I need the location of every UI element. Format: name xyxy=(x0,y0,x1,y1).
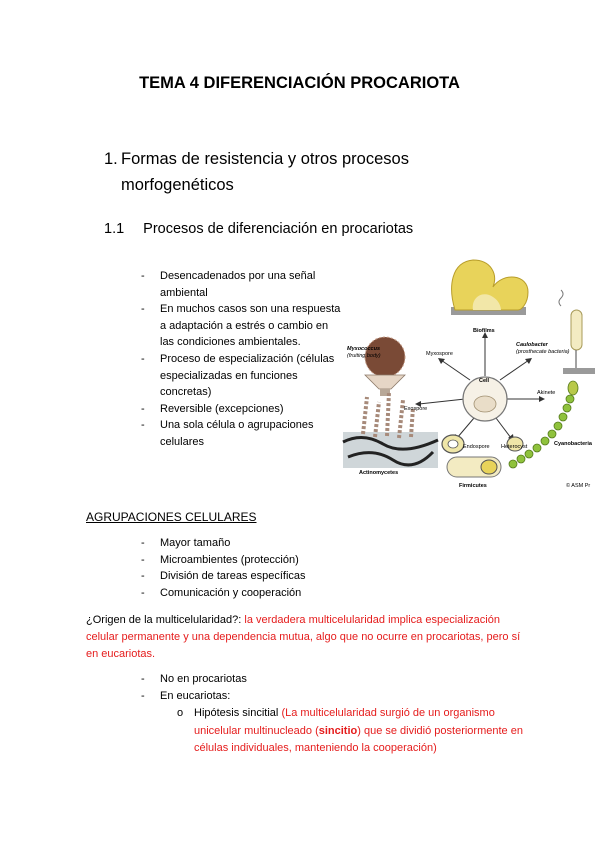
page-title: TEMA 4 DIFERENCIACIÓN PROCARIOTA xyxy=(139,74,460,92)
label-cell: Cell xyxy=(479,378,490,384)
hypothesis-red-after: ) que se dividió posteriormente en célul… xyxy=(194,724,523,755)
endospore-illustration xyxy=(441,434,465,454)
label-heterocyst: Heterocyst xyxy=(501,444,528,450)
list-item: No en procariotas xyxy=(141,671,521,688)
differentiation-list: Desencadenados por una señal ambiental E… xyxy=(141,268,341,451)
firmicutes-illustration xyxy=(446,456,502,478)
label-endospore: Endospore xyxy=(463,444,490,450)
hypothesis-text: Hipótesis sincitial (La multicelularidad… xyxy=(194,705,524,758)
list-item: En eucariotas: xyxy=(141,688,521,705)
list-item: Proceso de especialización (células espe… xyxy=(141,351,341,401)
heterocyst-illustration xyxy=(506,436,524,452)
actinomycetes-illustration xyxy=(342,391,439,468)
list-item: Mayor tamaño xyxy=(141,535,441,552)
label-cyanobacteria: Cyanobacteria xyxy=(554,441,593,447)
list-item: Comunicación y cooperación xyxy=(141,585,441,602)
origin-list: No en procariotas En eucariotas: xyxy=(141,671,521,704)
list-item: Desencadenados por una señal ambiental xyxy=(141,268,341,301)
agrupaciones-list: Mayor tamaño Microambientes (protección)… xyxy=(141,535,441,601)
label-akinete: Akinete xyxy=(537,390,555,396)
list-item: Una sola célula o agrupaciones celulares xyxy=(141,417,341,450)
label-biofilms: Biofilms xyxy=(473,328,495,334)
label-myxococcus-sub: (fruiting body) xyxy=(347,353,381,359)
label-caulobacter-sub: (prosthecate bacteria) xyxy=(516,349,570,355)
label-credit: © ASM Pr xyxy=(566,482,590,489)
cyanobacteria-illustration xyxy=(508,380,579,469)
hypothesis-bold: sincitio xyxy=(318,724,358,737)
label-firmicutes: Firmicutes xyxy=(459,483,487,489)
subsection-heading: 1.1 Procesos de diferenciación en procari… xyxy=(104,221,413,237)
label-myxococcus: Myxococcus xyxy=(347,346,380,352)
cell-hub xyxy=(415,332,545,441)
hypothesis-red-before: (La multicelularidad surgió de un organi… xyxy=(194,707,495,737)
bullet-marker: o xyxy=(177,707,184,719)
biofilm-shape xyxy=(451,259,529,311)
hypothesis-label: Hipótesis sincitial xyxy=(194,707,279,719)
list-item: Microambientes (protección) xyxy=(141,552,441,569)
agrupaciones-heading: AGRUPACIONES CELULARES xyxy=(86,510,257,524)
label-actinomycetes: Actinomycetes xyxy=(359,470,398,476)
myxococcus-illustration xyxy=(364,336,406,396)
figure-svg: Biofilms Caulobacter (prosthecate bacter… xyxy=(342,259,595,489)
biofilm-gap xyxy=(472,294,501,310)
differentiation-figure: Biofilms Caulobacter (prosthecate bacter… xyxy=(333,252,599,492)
list-item: En muchos casos son una respuesta a adap… xyxy=(141,301,341,351)
question-label: ¿Origen de la multicelularidad?: xyxy=(86,614,242,626)
label-exospore: Exospore xyxy=(404,406,427,412)
caulobacter-illustration xyxy=(558,289,595,374)
question-answer: la verdadera multicelularidad implica es… xyxy=(86,614,521,661)
list-item: Reversible (excepciones) xyxy=(141,401,341,418)
multicellularity-question: ¿Origen de la multicelularidad?: la verd… xyxy=(86,612,526,664)
label-myxospore: Myxospore xyxy=(426,351,453,357)
biofilm-illustration xyxy=(451,259,529,315)
section-title: Formas de resistencia y otros procesos m… xyxy=(121,150,409,194)
biofilm-substrate xyxy=(451,307,526,315)
list-item: División de tareas específicas xyxy=(141,568,441,585)
section-number: 1. xyxy=(104,150,118,168)
label-caulobacter: Caulobacter xyxy=(516,342,549,348)
subsection-number: 1.1 xyxy=(104,221,125,237)
subsection-title: Procesos de diferenciación en procariota… xyxy=(143,221,414,237)
